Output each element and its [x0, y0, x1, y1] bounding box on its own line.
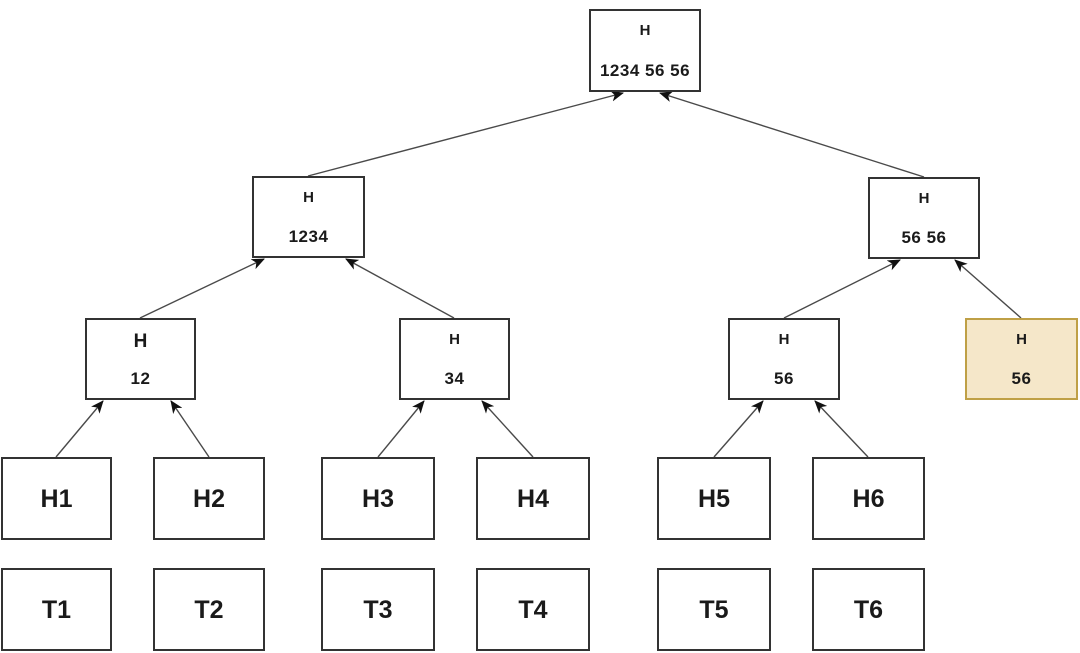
- node-leaf-hash-h2: H2: [153, 457, 265, 540]
- node-hash-56-duplicate-highlighted: H 56: [965, 318, 1078, 400]
- edge-h1-n12: [55, 400, 104, 458]
- transaction-label: T1: [41, 595, 72, 624]
- node-hash-1234: H 1234: [252, 176, 365, 258]
- edge-n1234-root: [307, 90, 624, 177]
- node-transaction-t2: T2: [153, 568, 265, 651]
- hash-function-label: H: [133, 331, 148, 352]
- leaf-label: H3: [362, 484, 394, 513]
- transaction-label: T5: [699, 595, 729, 624]
- node-hash-34: H 34: [399, 318, 510, 400]
- edge-h4-n34: [481, 400, 534, 458]
- hash-function-label: H: [303, 189, 314, 206]
- transaction-label: T2: [194, 595, 224, 624]
- node-transaction-t1: T1: [1, 568, 112, 651]
- transaction-label: T6: [853, 595, 884, 624]
- node-hash-5656: H 56 56: [868, 177, 980, 259]
- hash-function-label: H: [778, 331, 790, 348]
- node-root-hash: H 1234 56 56: [589, 9, 701, 92]
- edge-h3-n34: [377, 400, 425, 458]
- node-leaf-hash-h3: H3: [321, 457, 435, 540]
- edge-h5-n56: [713, 400, 764, 458]
- transaction-label: T3: [363, 595, 393, 624]
- hash-value: 56: [774, 369, 794, 388]
- node-leaf-hash-h5: H5: [657, 457, 771, 540]
- node-transaction-t5: T5: [657, 568, 771, 651]
- hash-value: 34: [444, 369, 465, 388]
- hash-value: 56 56: [901, 228, 947, 247]
- hash-function-label: H: [1016, 331, 1027, 348]
- node-leaf-hash-h4: H4: [476, 457, 590, 540]
- hash-value: 1234 56 56: [599, 61, 691, 80]
- leaf-label: H2: [193, 484, 225, 513]
- hash-function-label: H: [449, 331, 460, 348]
- node-hash-56: H 56: [728, 318, 840, 400]
- leaf-label: H1: [40, 484, 73, 513]
- node-transaction-t3: T3: [321, 568, 435, 651]
- edge-n12-n1234: [139, 258, 265, 319]
- hash-function-label: H: [918, 190, 930, 207]
- leaf-label: H5: [698, 484, 730, 513]
- leaf-label: H6: [852, 484, 885, 513]
- hash-value: 1234: [288, 227, 329, 246]
- edge-n34-n1234: [345, 258, 455, 319]
- hash-value: 12: [130, 369, 151, 388]
- node-transaction-t4: T4: [476, 568, 590, 651]
- edge-h2-n12: [170, 400, 210, 458]
- edge-n5656-root: [659, 91, 925, 178]
- node-leaf-hash-h6: H6: [812, 457, 925, 540]
- hash-function-label: H: [639, 22, 651, 39]
- leaf-label: H4: [517, 484, 549, 513]
- node-hash-12: H 12: [85, 318, 196, 400]
- edge-n56dup-n5656: [954, 259, 1022, 319]
- node-transaction-t6: T6: [812, 568, 925, 651]
- edge-h6-n56: [814, 400, 869, 458]
- edge-n56-n5656: [783, 259, 901, 319]
- transaction-label: T4: [518, 595, 548, 624]
- hash-value: 56: [1011, 369, 1032, 388]
- node-leaf-hash-h1: H1: [1, 457, 112, 540]
